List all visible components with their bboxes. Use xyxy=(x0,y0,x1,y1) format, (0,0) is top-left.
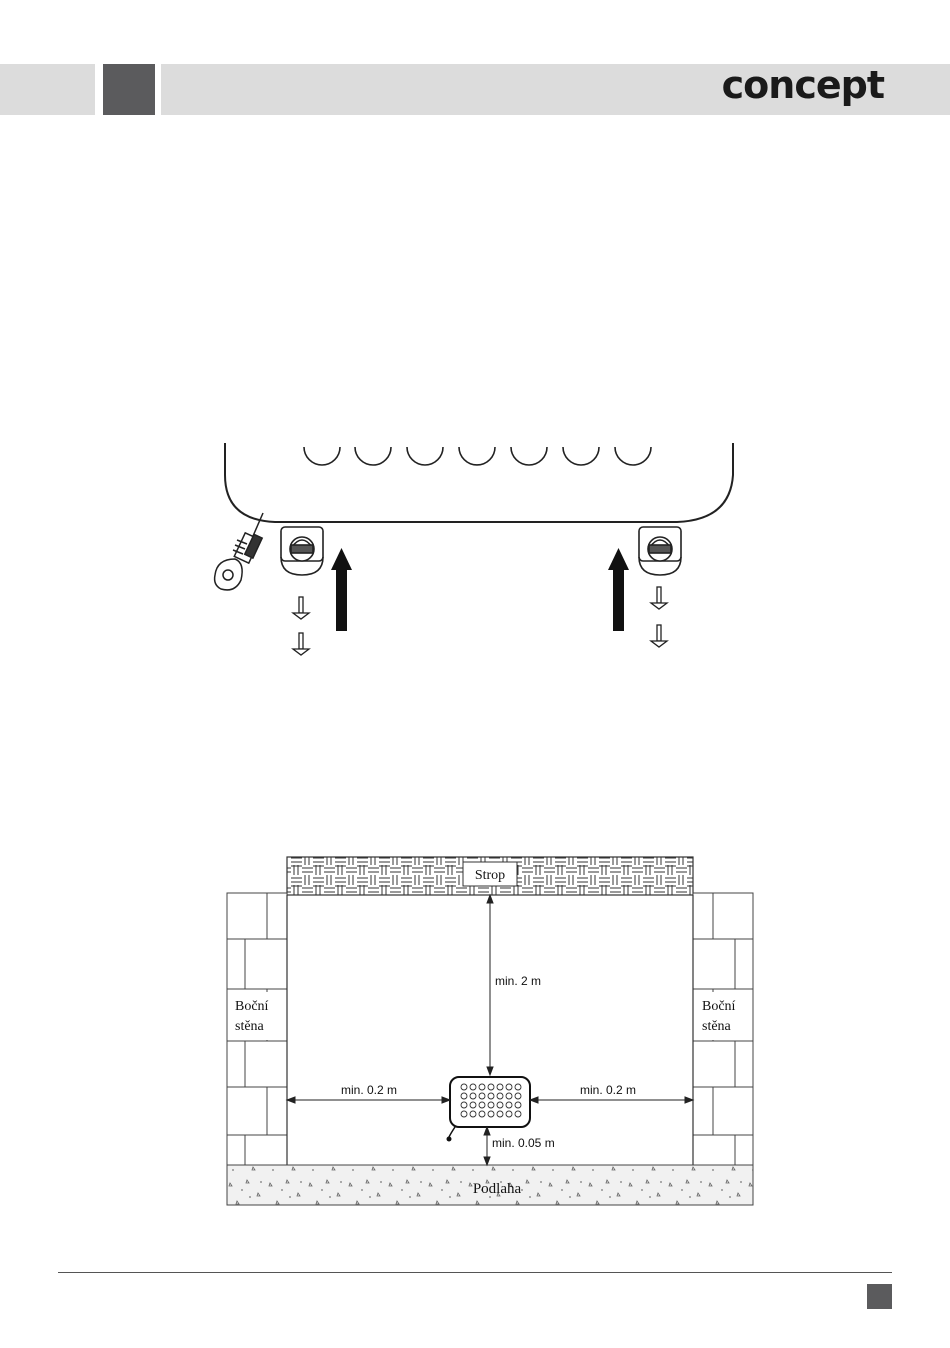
dim-left-label: min. 0.2 m xyxy=(341,1083,397,1097)
left-wall-label-line2: stěna xyxy=(235,1019,265,1034)
right-up-arrow-icon xyxy=(608,548,629,631)
floor-label: Podlaha xyxy=(473,1181,522,1197)
footer-rule xyxy=(58,1272,892,1273)
left-up-arrow-icon xyxy=(331,548,352,631)
left-wall-label-line1: Boční xyxy=(235,999,269,1014)
right-wall-label-line1: Boční xyxy=(702,999,736,1014)
header-dark-square xyxy=(103,64,155,115)
right-foot-icon xyxy=(639,527,681,575)
ceiling-label: Strop xyxy=(475,868,505,883)
right-screws-icon xyxy=(651,587,667,647)
dim-right-label: min. 0.2 m xyxy=(580,1083,636,1097)
dim-bottom-label: min. 0.05 m xyxy=(492,1136,555,1150)
feet-installation-diagram xyxy=(195,435,755,665)
left-screws-icon xyxy=(293,597,309,655)
clearance-diagram: Strop Boční stěna Boční stěna Podlaha xyxy=(225,855,755,1207)
dim-top-label: min. 2 m xyxy=(495,974,541,988)
page-marker xyxy=(867,1284,892,1309)
brand-logo: concept xyxy=(722,63,884,107)
right-wall-label-line2: stěna xyxy=(702,1019,732,1034)
header-left-band xyxy=(0,64,95,115)
heater-body-outline xyxy=(225,443,733,522)
power-plug-icon xyxy=(215,513,263,590)
heater-fins xyxy=(304,447,651,465)
left-foot-icon xyxy=(281,527,323,575)
